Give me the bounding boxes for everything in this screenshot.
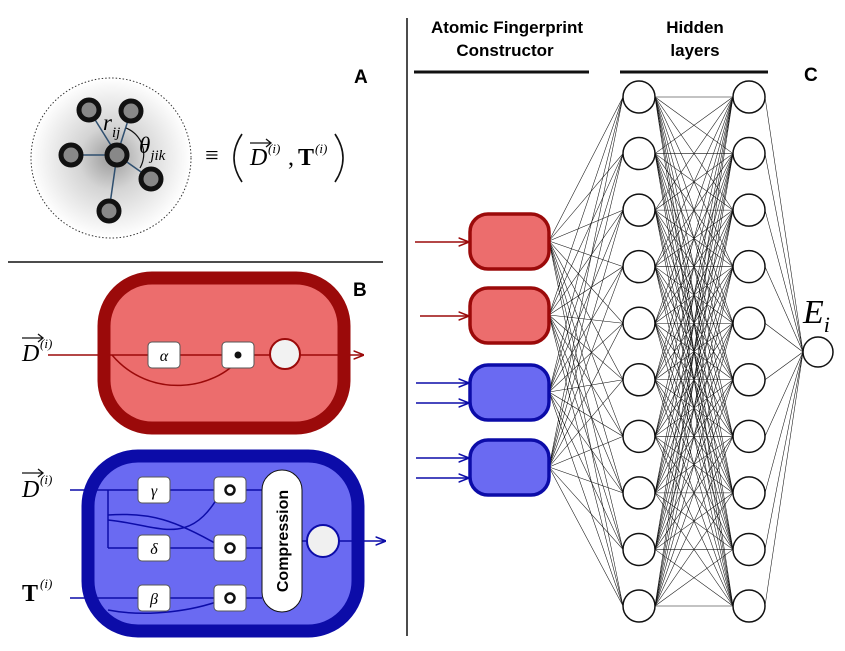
fingerprint-blocks: [468, 212, 551, 497]
angle-label: θjik: [139, 133, 166, 164]
svg-text:(i): (i): [268, 141, 280, 156]
right-paren: [334, 133, 344, 183]
atom-icon: [117, 97, 145, 125]
hidden-node: [622, 589, 656, 623]
hidden-node: [732, 80, 766, 114]
compression-label: Compression: [275, 490, 292, 592]
hidden-node: [732, 476, 766, 510]
red-block: [468, 286, 551, 345]
hidden-node: [622, 193, 656, 227]
hidden-node: [622, 306, 656, 340]
hidden-layer-nodes: [622, 80, 766, 623]
svg-text:D: D: [249, 145, 267, 171]
activation-node: [306, 524, 340, 558]
panel-c: C Atomic Fingerprint Constructor Hidden …: [414, 18, 834, 623]
hidden-title-line1: Hidden: [666, 18, 724, 37]
red-unit: α: [48, 271, 363, 435]
atoms: [57, 96, 165, 225]
panel-b: B α D (i): [21, 271, 385, 638]
svg-text:,: ,: [288, 145, 294, 171]
svg-text:γ: γ: [151, 483, 158, 500]
panel-c-label: C: [804, 65, 818, 86]
svg-text:(i): (i): [40, 472, 52, 487]
compression-block: [261, 469, 303, 613]
svg-text:D: D: [21, 477, 39, 503]
beta-box: [137, 584, 171, 612]
hidden-node: [732, 306, 766, 340]
panel-a-label: A: [354, 67, 368, 88]
output-node: [802, 336, 834, 368]
red-input-label: D (i): [21, 333, 52, 367]
hidden-node: [622, 80, 656, 114]
atom-icon: [75, 96, 103, 124]
output-label: Ei: [802, 294, 830, 337]
svg-text:α: α: [160, 348, 169, 365]
blue-block: [468, 438, 551, 497]
svg-text:(i): (i): [315, 141, 327, 156]
left-paren: [233, 133, 243, 183]
svg-text:D: D: [21, 341, 39, 367]
blue-input-t-label: T (i): [22, 576, 52, 607]
hidden-node: [732, 589, 766, 623]
constructor-title-line2: Constructor: [456, 41, 554, 60]
input-arrows: [415, 242, 468, 478]
svg-text:(i): (i): [40, 336, 52, 351]
svg-text:(i): (i): [40, 576, 52, 591]
fingerprint-equation: ≡ D (i) , T (i): [205, 133, 344, 183]
hidden-node: [732, 363, 766, 397]
hidden-node: [732, 532, 766, 567]
svg-text:≡: ≡: [205, 143, 219, 169]
hidden-node: [622, 532, 656, 567]
atom-icon: [95, 197, 123, 225]
hidden-node: [732, 249, 766, 284]
svg-text:β: β: [149, 591, 158, 608]
hidden-node: [622, 136, 656, 171]
red-block: [468, 212, 551, 271]
activation-node: [269, 338, 301, 370]
blue-block: [468, 363, 551, 422]
svg-text:T: T: [298, 145, 314, 171]
hidden-node: [622, 249, 656, 284]
hidden-node: [732, 136, 766, 171]
alpha-box: [147, 341, 181, 369]
svg-text:T: T: [22, 581, 38, 607]
panel-a: A: [30, 67, 368, 239]
hidden-node: [732, 193, 766, 227]
delta-box: [137, 534, 171, 562]
angle-arc: [125, 127, 145, 169]
atom-icon: [137, 165, 165, 193]
network-connections: [548, 96, 804, 607]
gamma-box: [137, 476, 171, 504]
distance-label: rij: [103, 110, 120, 141]
atom-icon: [57, 141, 85, 169]
hidden-title-line2: layers: [670, 41, 719, 60]
hidden-node: [732, 419, 766, 454]
panel-b-label: B: [353, 280, 367, 301]
blue-unit: γ δ β Compression: [70, 449, 385, 638]
central-atom-icon: [103, 141, 131, 169]
blue-input-d-label: D (i): [21, 468, 52, 503]
constructor-title-line1: Atomic Fingerprint: [431, 18, 583, 37]
hidden-node: [622, 476, 656, 510]
hidden-node: [622, 419, 656, 454]
hidden-node: [622, 363, 656, 397]
svg-text:δ: δ: [150, 541, 158, 558]
